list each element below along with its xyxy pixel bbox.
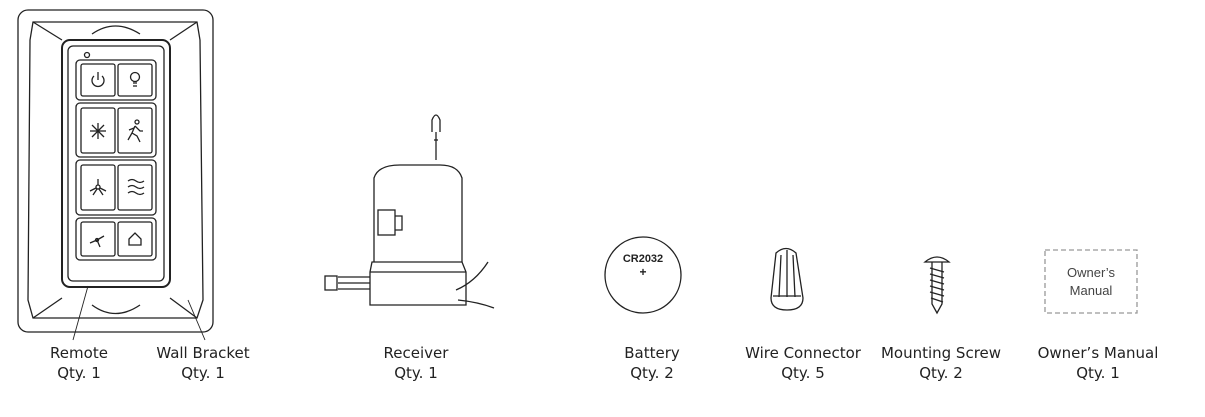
- owners-manual-drawing: [1044, 249, 1138, 314]
- battery-drawing: [604, 236, 682, 314]
- power-icon[interactable]: [91, 72, 105, 88]
- manual-cover-text-2: Manual: [1070, 283, 1113, 298]
- part-qty: Qty. 1: [1076, 364, 1120, 382]
- sparkle-icon[interactable]: [90, 123, 106, 139]
- mounting-screw-label: Mounting Screw Qty. 2: [870, 343, 1012, 383]
- wire-connector-drawing: [770, 247, 804, 311]
- wire-connector-label: Wire Connector Qty. 5: [735, 343, 871, 383]
- part-qty: Qty. 1: [181, 364, 225, 382]
- walking-person-icon[interactable]: [127, 119, 143, 143]
- home-icon[interactable]: [128, 232, 142, 246]
- wall-bracket-label: Wall Bracket Qty. 1: [148, 343, 258, 383]
- remote-drawing: [61, 39, 171, 288]
- part-qty: Qty. 1: [394, 364, 438, 382]
- fan-star-icon[interactable]: [89, 179, 107, 196]
- part-name: Remote: [50, 344, 108, 362]
- part-name: Owner’s Manual: [1037, 344, 1159, 362]
- remote-label: Remote Qty. 1: [34, 343, 124, 383]
- owners-manual-label: Owner’s Manual Qty. 1: [1028, 343, 1168, 383]
- part-name: Receiver: [383, 344, 449, 362]
- part-name: Battery: [624, 344, 680, 362]
- wave-icon[interactable]: [127, 178, 145, 196]
- part-qty: Qty. 5: [781, 364, 825, 382]
- part-name: Wall Bracket: [156, 344, 250, 362]
- mounting-screw-drawing: [923, 256, 951, 315]
- receiver-drawing: [324, 114, 495, 309]
- part-qty: Qty. 2: [630, 364, 674, 382]
- battery-label: Battery Qty. 2: [602, 343, 702, 383]
- part-qty: Qty. 2: [919, 364, 963, 382]
- part-name: Mounting Screw: [880, 344, 1002, 362]
- part-qty: Qty. 1: [57, 364, 101, 382]
- part-name: Wire Connector: [745, 344, 861, 362]
- battery-polarity: +: [639, 265, 646, 279]
- fan-blade-icon[interactable]: [89, 235, 105, 248]
- battery-marking: CR2032: [623, 253, 663, 265]
- light-bulb-icon[interactable]: [129, 71, 141, 87]
- receiver-label: Receiver Qty. 1: [366, 343, 466, 383]
- manual-cover-text-1: Owner’s: [1067, 265, 1115, 280]
- wall-bracket-drawing: [17, 9, 214, 333]
